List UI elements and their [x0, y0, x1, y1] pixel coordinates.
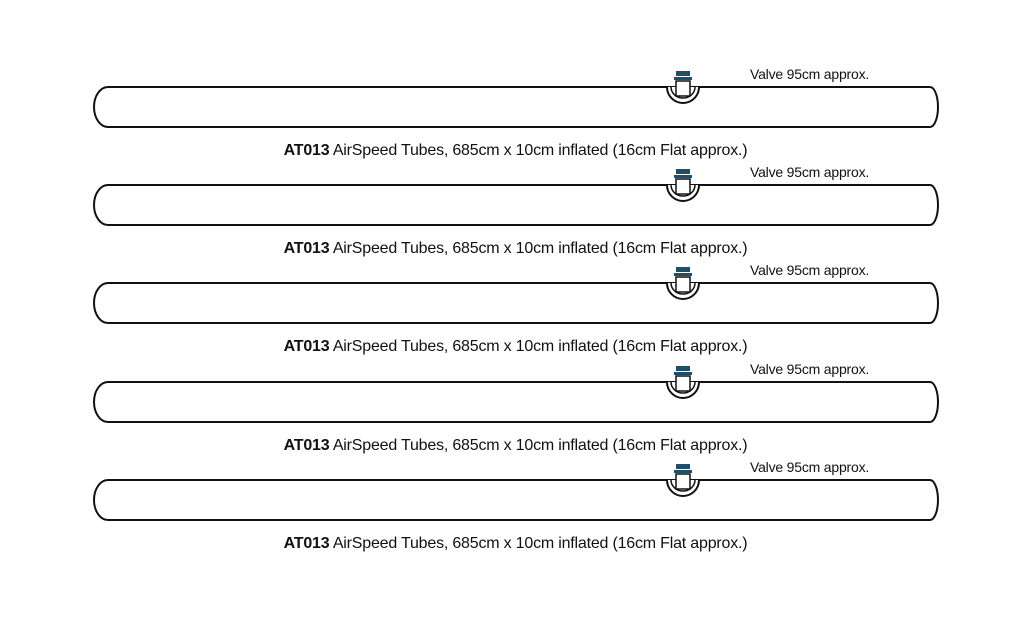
valve-icon [666, 169, 700, 202]
valve-position-note: Valve 95cm approx. [750, 164, 870, 180]
product-description: AirSpeed Tubes, 685cm x 10cm inflated (1… [332, 142, 748, 159]
tube-outline [93, 169, 939, 226]
valve-icon [666, 366, 700, 399]
tube-row: Valve 95cm approx. AT013 AirSpeed Tubes,… [0, 164, 1023, 262]
tube-caption: AT013 AirSpeed Tubes, 685cm x 10cm infla… [0, 338, 1023, 356]
product-code: AT013 [283, 240, 330, 257]
tube-caption: AT013 AirSpeed Tubes, 685cm x 10cm infla… [0, 240, 1023, 258]
product-description: AirSpeed Tubes, 685cm x 10cm inflated (1… [332, 437, 748, 454]
valve-icon [666, 464, 700, 497]
product-code: AT013 [283, 142, 330, 159]
valve-position-note: Valve 95cm approx. [750, 262, 870, 278]
product-description: AirSpeed Tubes, 685cm x 10cm inflated (1… [332, 240, 748, 257]
tube-outline [93, 267, 939, 324]
product-code: AT013 [283, 338, 330, 355]
tube-row: Valve 95cm approx. AT013 AirSpeed Tubes,… [0, 262, 1023, 360]
valve-position-note: Valve 95cm approx. [750, 66, 870, 82]
valve-icon [666, 267, 700, 300]
product-code: AT013 [283, 535, 330, 552]
tube-row: Valve 95cm approx. AT013 AirSpeed Tubes,… [0, 361, 1023, 459]
tube-row: Valve 95cm approx. AT013 AirSpeed Tubes,… [0, 459, 1023, 557]
product-description: AirSpeed Tubes, 685cm x 10cm inflated (1… [332, 338, 748, 355]
product-description: AirSpeed Tubes, 685cm x 10cm inflated (1… [332, 535, 748, 552]
tube-caption: AT013 AirSpeed Tubes, 685cm x 10cm infla… [0, 437, 1023, 455]
product-code: AT013 [283, 437, 330, 454]
tube-outline [93, 366, 939, 423]
valve-icon [666, 71, 700, 104]
tube-caption: AT013 AirSpeed Tubes, 685cm x 10cm infla… [0, 142, 1023, 160]
tube-row: Valve 95cm approx. AT013 AirSpeed Tubes,… [0, 66, 1023, 164]
valve-position-note: Valve 95cm approx. [750, 361, 870, 377]
tube-outline [93, 464, 939, 521]
tube-caption: AT013 AirSpeed Tubes, 685cm x 10cm infla… [0, 535, 1023, 553]
tube-outline [93, 71, 939, 128]
valve-position-note: Valve 95cm approx. [750, 459, 870, 475]
